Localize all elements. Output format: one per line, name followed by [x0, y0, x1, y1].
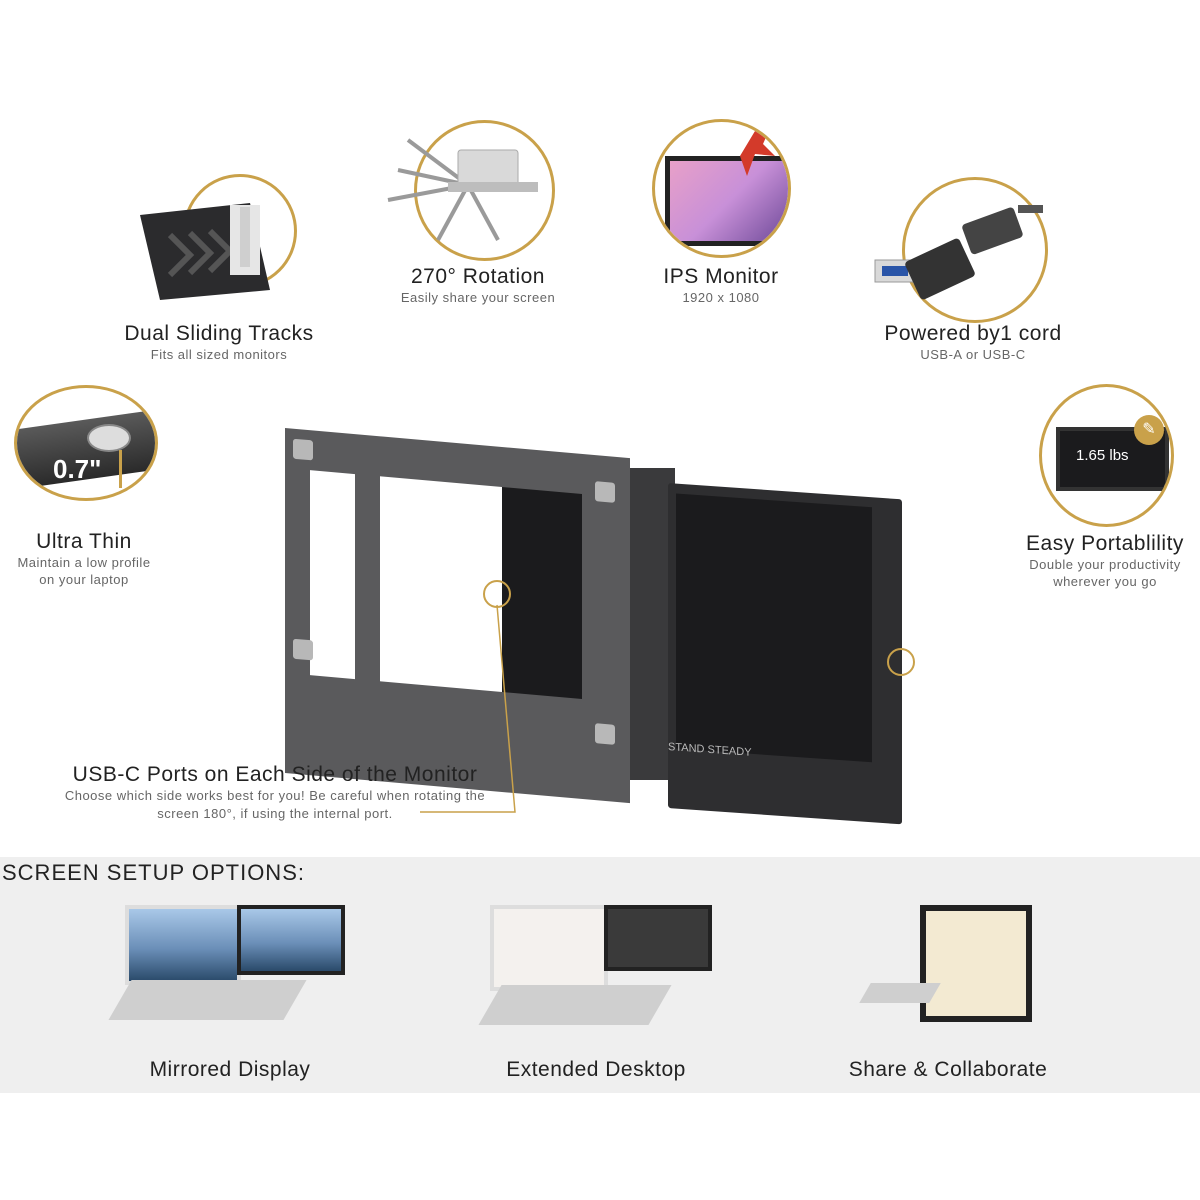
feature-subtitle-portability-2: wherever you go [1053, 574, 1157, 589]
bird-icon [740, 128, 775, 176]
corner-pad-top-left [293, 438, 313, 461]
ports-description-line2: screen 180°, if using the internal port. [157, 806, 393, 821]
ports-title: USB-C Ports on Each Side of the Monitor [72, 763, 478, 786]
portability-image: 1.65 lbs ✎ [1039, 384, 1174, 527]
monitor-screen-mirrored [237, 905, 345, 975]
feature-subtitle-portability-1: Double your productivity [1029, 557, 1181, 572]
feature-title-ips-monitor: IPS Monitor [663, 265, 779, 288]
feature-subtitle-ultra-thin-2: on your laptop [39, 572, 129, 587]
feature-subtitle-dual-sliding-tracks: Fits all sized monitors [150, 347, 288, 362]
feature-title-dual-sliding-tracks: Dual Sliding Tracks [124, 322, 314, 345]
ports-description-line1: Choose which side works best for you! Be… [64, 788, 486, 803]
corner-pad-top-right [595, 481, 615, 503]
feature-subtitle-ultra-thin-1: Maintain a low profile [17, 555, 151, 570]
share-collaborate-image [859, 903, 1040, 1043]
usb-connector-icon [874, 205, 1043, 300]
corner-pad-bottom-right [595, 723, 615, 745]
thumb-screw-icon [87, 424, 131, 452]
monitor-screen-extended [604, 905, 712, 971]
corner-pad-bottom-left [293, 638, 313, 661]
ips-screen-artwork [665, 156, 788, 246]
monitor-screen-share [920, 905, 1032, 1022]
feature-title-ultra-thin: Ultra Thin [36, 530, 132, 553]
feature-title-powered-cord: Powered by1 cord [884, 322, 1062, 345]
frame-cutout-left [310, 470, 355, 680]
sliding-tracks-illustration [140, 203, 270, 300]
feature-title-portability: Easy Portablility [1026, 532, 1184, 555]
feature-subtitle-powered-cord: USB-A or USB-C [920, 347, 1026, 362]
rotation-laptop-illustration [387, 138, 538, 241]
weight-badge: 1.65 lbs [1076, 447, 1129, 464]
laptop-keyboard-extended [478, 985, 672, 1025]
thickness-arrow [119, 450, 122, 488]
feature-subtitle-ips-monitor: 1920 x 1080 [682, 290, 760, 305]
extended-desktop-image [478, 900, 720, 1040]
port-callout-line [420, 604, 516, 813]
ultra-thin-image: 0.7" [14, 385, 158, 501]
feature-title-rotation: 270° Rotation [411, 265, 545, 288]
mirrored-display-image [108, 900, 350, 1040]
ips-monitor-image [652, 119, 791, 258]
laptop-base-share [859, 983, 941, 1003]
option-mirrored-display: Mirrored Display [149, 1058, 311, 1081]
option-share-collaborate: Share & Collaborate [848, 1058, 1048, 1081]
monitor-panel: STAND STEADY [668, 483, 902, 825]
setup-options-title: SCREEN SETUP OPTIONS: [2, 860, 305, 885]
laptop-screen-mirrored [125, 905, 241, 985]
thickness-badge: 0.7" [53, 454, 102, 484]
monitor-screen [676, 493, 872, 763]
port-marker-right [887, 648, 915, 676]
laptop-screen-extended [490, 905, 608, 991]
feature-subtitle-rotation: Easily share your screen [400, 290, 556, 305]
slide-rail [630, 468, 675, 780]
leaf-icon: ✎ [1134, 415, 1164, 445]
laptop-keyboard-mirrored [108, 980, 307, 1020]
option-extended-desktop: Extended Desktop [506, 1058, 686, 1081]
